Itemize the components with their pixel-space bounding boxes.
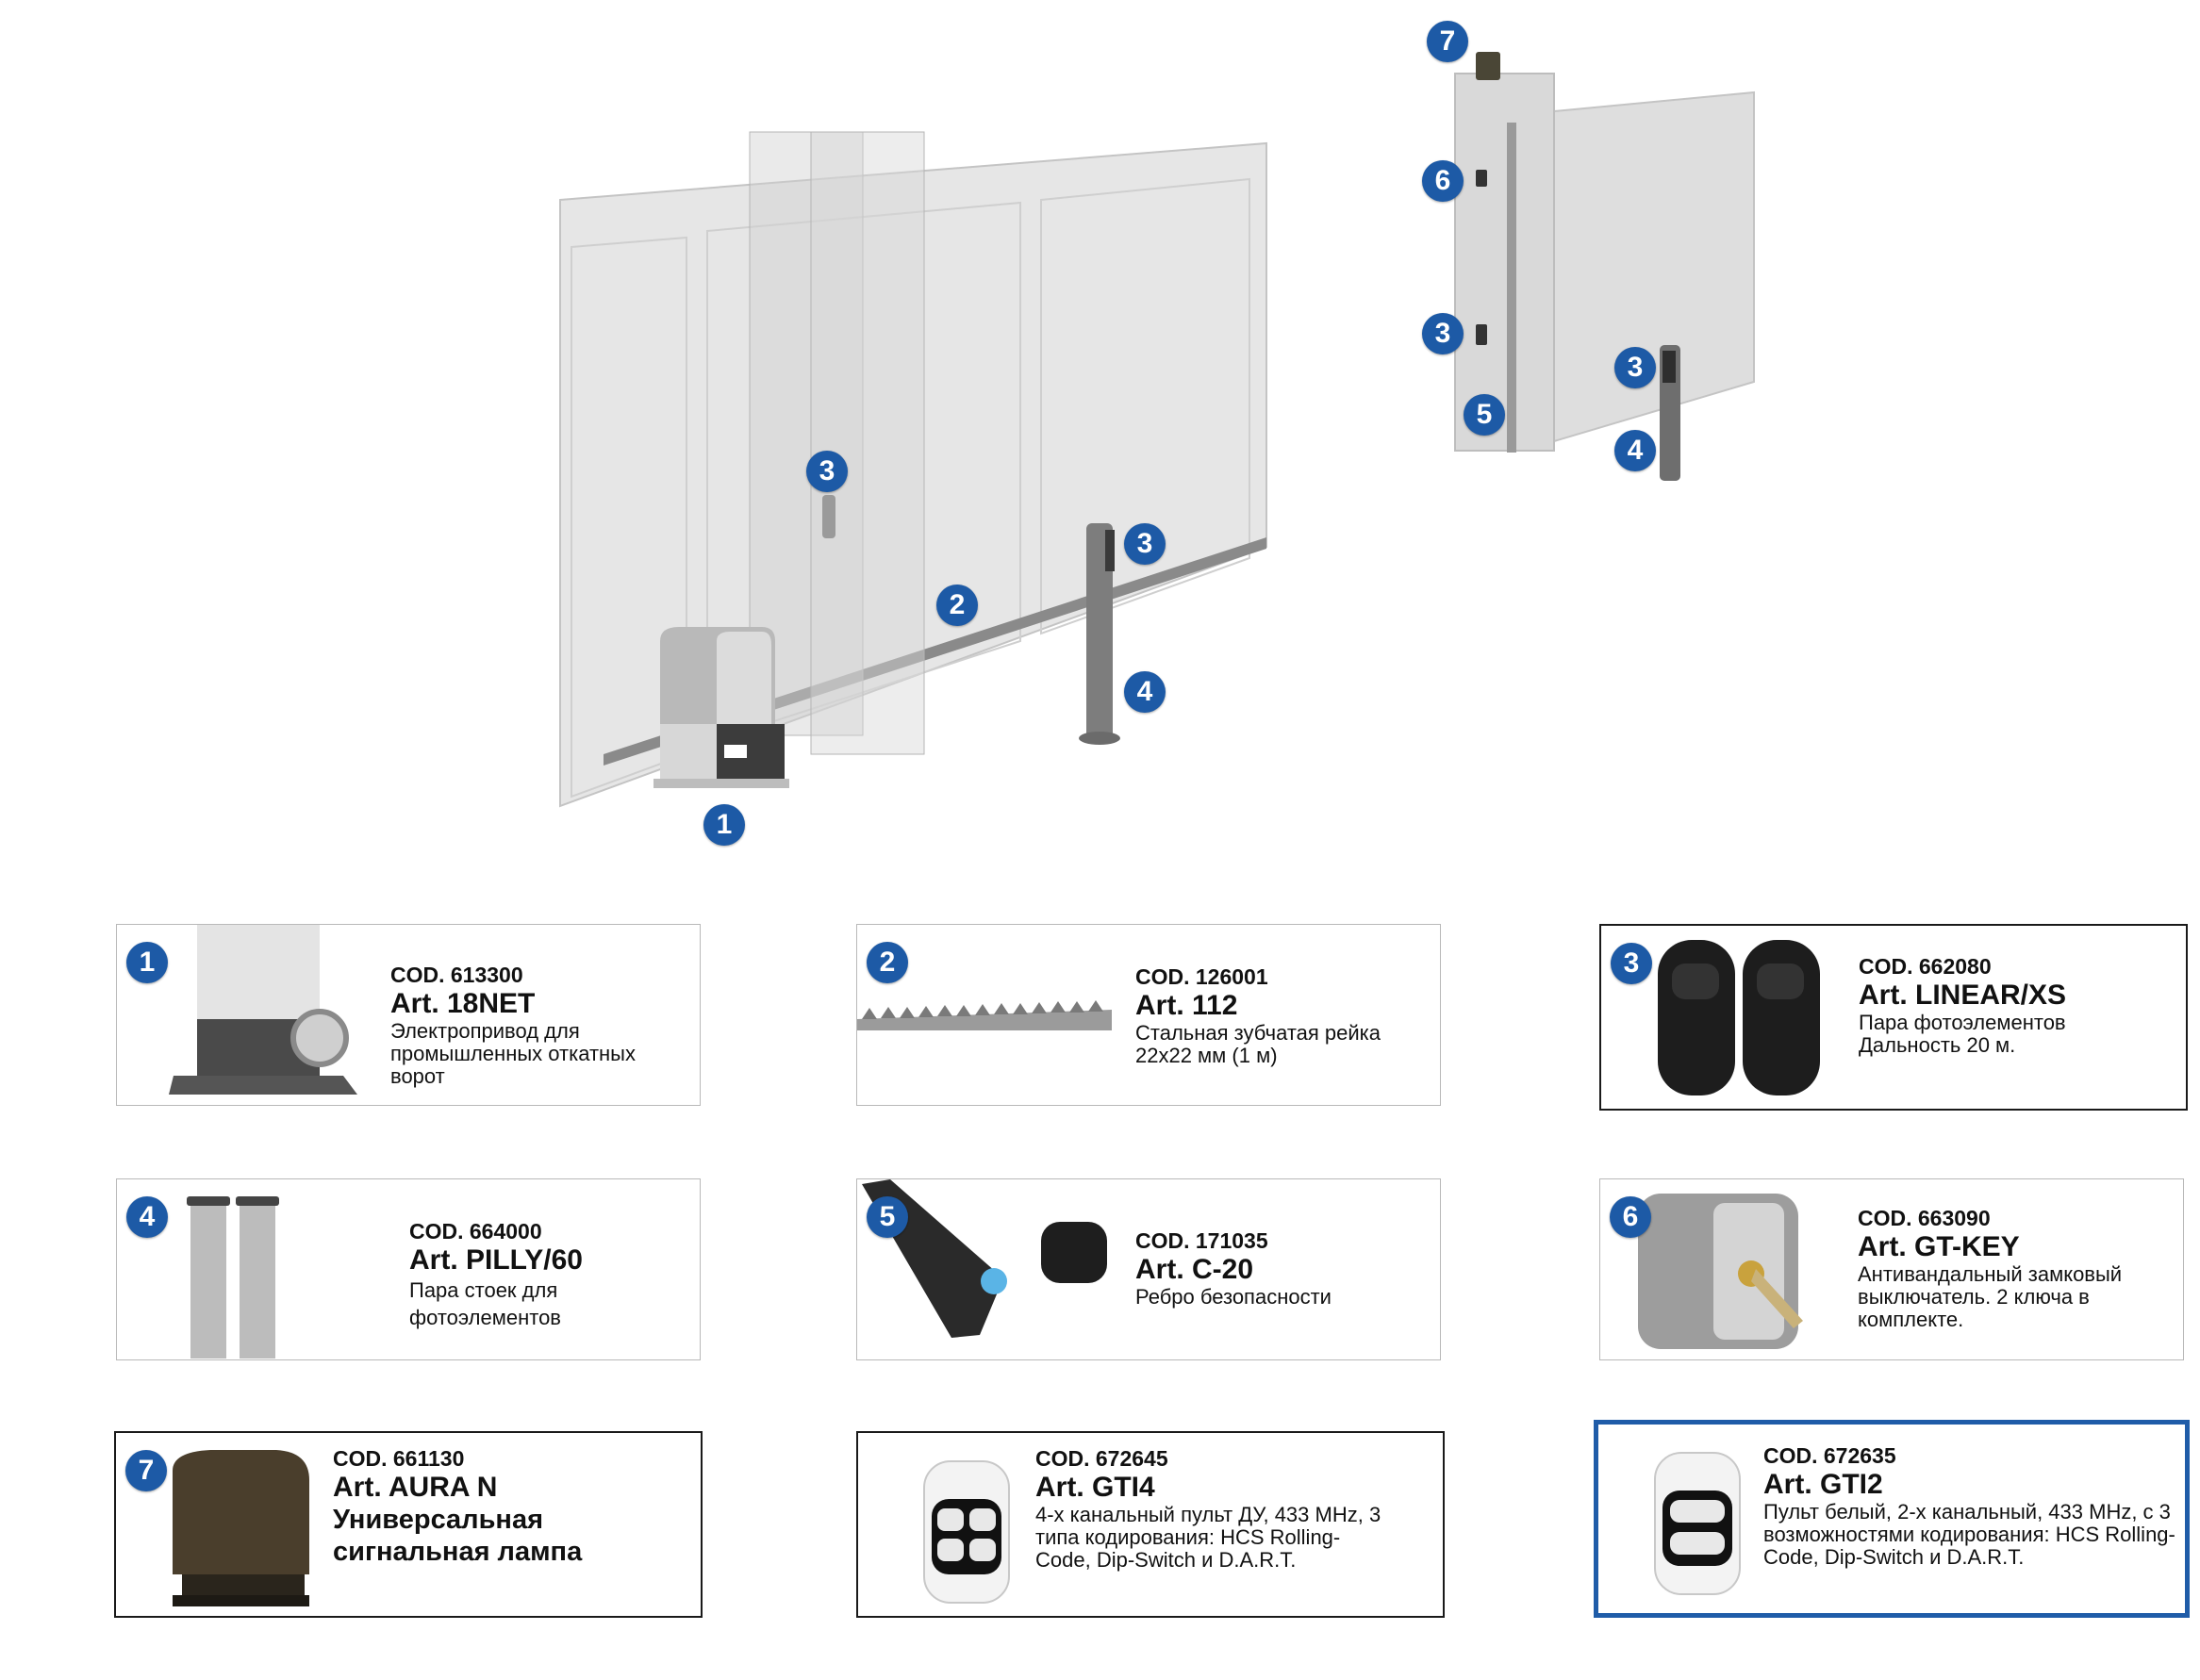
remote-4ch-image bbox=[858, 1433, 1117, 1616]
callout-3-photocell-right-post: 3 bbox=[1614, 347, 1656, 388]
sliding-gate-left bbox=[559, 131, 1267, 808]
callout-7-lamp: 7 bbox=[1427, 21, 1468, 62]
gate-illustration bbox=[559, 52, 1755, 808]
product-number-badge: 2 bbox=[867, 942, 908, 983]
product-number-badge: 7 bbox=[125, 1450, 167, 1491]
product-article: Art. PILLY/60 bbox=[409, 1244, 583, 1276]
callout-4-right-post: 4 bbox=[1614, 430, 1656, 471]
motor-image bbox=[117, 925, 376, 1105]
callout-3-photocell-wall: 3 bbox=[1422, 313, 1464, 354]
product-description: Стальная зубчатая рейка 22x22 мм (1 м) bbox=[1135, 1021, 1381, 1067]
product-article: Art. 18NET bbox=[390, 988, 536, 1019]
product-card-gti2: COD. 672635 Art. GTI2 Пульт белый, 2-х к… bbox=[1594, 1420, 2190, 1618]
product-code: COD. 663090 bbox=[1858, 1206, 1991, 1230]
product-article: Art. GTI2 bbox=[1763, 1469, 1883, 1500]
product-card-18net: 1 COD. 613300 Art. 18NET Электропривод д… bbox=[116, 924, 701, 1106]
product-number-badge: 6 bbox=[1610, 1196, 1651, 1238]
motor-illustration bbox=[653, 627, 789, 788]
remote-2ch-image bbox=[1598, 1425, 1858, 1613]
installation-diagram: 3 3 2 4 1 7 6 3 3 5 4 bbox=[559, 21, 1755, 846]
product-description: Ребро безопасности bbox=[1135, 1285, 1332, 1309]
product-code: COD. 126001 bbox=[1135, 964, 1268, 989]
product-code: COD. 672635 bbox=[1763, 1443, 1896, 1468]
sliding-gate-right bbox=[1454, 52, 1755, 481]
callout-3-photocell-post: 3 bbox=[1124, 523, 1166, 565]
key-switch-image bbox=[1600, 1179, 1860, 1359]
product-description: Пульт белый, 2-х канальный, 433 MHz, с 3… bbox=[1763, 1500, 2175, 1569]
product-article: Art. GTI4 bbox=[1035, 1472, 1155, 1503]
product-card-gt-key: 6 COD. 663090 Art. GT-KEY Антивандальный… bbox=[1599, 1178, 2184, 1360]
callout-4-post: 4 bbox=[1124, 671, 1166, 713]
callout-3-photocell-pillar: 3 bbox=[806, 451, 848, 492]
product-code: COD. 672645 bbox=[1035, 1446, 1168, 1471]
product-card-gti4: COD. 672645 Art. GTI4 4-х канальный пуль… bbox=[856, 1431, 1445, 1618]
product-card-pilly-60: 4 COD. 664000 Art. PILLY/60 Пара стоек д… bbox=[116, 1178, 701, 1360]
product-card-aura-n: 7 COD. 661130 Art. AURA N Универсальная … bbox=[114, 1431, 703, 1618]
product-code: COD. 661130 bbox=[333, 1446, 465, 1471]
product-number-badge: 5 bbox=[867, 1196, 908, 1238]
rack-image bbox=[857, 925, 1117, 1105]
product-article: Art. GT-KEY bbox=[1858, 1231, 2020, 1262]
product-number-badge: 4 bbox=[126, 1196, 168, 1238]
callout-6-key-switch: 6 bbox=[1422, 160, 1464, 202]
product-code: COD. 664000 bbox=[409, 1219, 542, 1244]
product-article: Art. 112 bbox=[1135, 990, 1238, 1021]
product-description: 4-х канальный пульт ДУ, 433 MHz, 3 типа … bbox=[1035, 1503, 1381, 1572]
product-code: COD. 662080 bbox=[1859, 954, 1992, 979]
product-card-112: 2 COD. 126001 Art. 112 Стальная зубчатая… bbox=[856, 924, 1441, 1106]
product-description: Универсальная сигнальная лампа bbox=[333, 1505, 583, 1567]
product-card-c-20: 5 COD. 171035 Art. C-20 Ребро безопаснос… bbox=[856, 1178, 1441, 1360]
product-description: Пара фотоэлементов Дальность 20 м. bbox=[1859, 1011, 2066, 1057]
product-article: Art. LINEAR/XS bbox=[1859, 980, 2067, 1011]
product-code: COD. 613300 bbox=[390, 963, 523, 987]
product-article: Art. C-20 bbox=[1135, 1254, 1254, 1285]
product-number-badge: 3 bbox=[1611, 943, 1652, 984]
product-description: Пара стоек для фотоэлементов bbox=[409, 1278, 561, 1329]
product-article: Art. AURA N bbox=[333, 1472, 498, 1503]
signal-lamp-image bbox=[116, 1433, 375, 1616]
product-code: COD. 171035 bbox=[1135, 1228, 1268, 1253]
product-card-linear-xs: 3 COD. 662080 Art. LINEAR/XS Пара фотоэл… bbox=[1599, 924, 2188, 1111]
product-description: Антивандальный замковый выключатель. 2 к… bbox=[1858, 1262, 2123, 1331]
photocells-image bbox=[1601, 926, 1861, 1109]
callout-2-rack: 2 bbox=[936, 585, 978, 626]
product-description: Электропривод для промышленных откатных … bbox=[390, 1019, 636, 1088]
callout-5-safety-edge: 5 bbox=[1464, 394, 1505, 436]
posts-image bbox=[117, 1179, 376, 1359]
product-number-badge: 1 bbox=[126, 942, 168, 983]
callout-1-motor: 1 bbox=[703, 804, 745, 846]
